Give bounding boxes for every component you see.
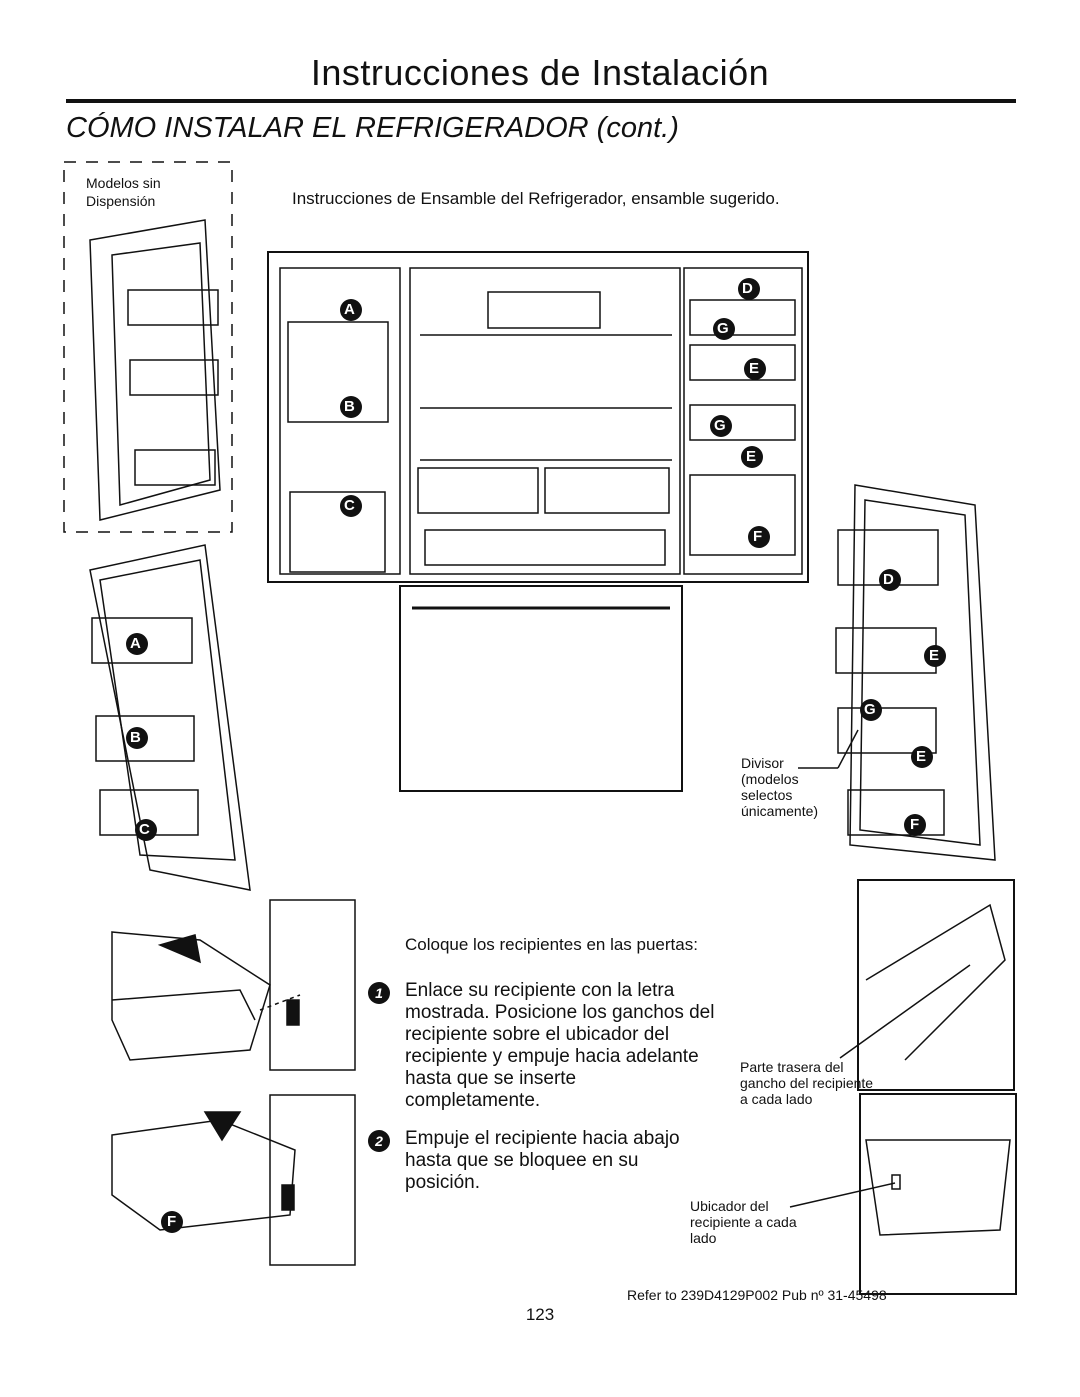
detail-photo-locator bbox=[859, 1093, 1017, 1295]
label-rside-e1: E bbox=[929, 647, 940, 664]
marker-circle bbox=[710, 415, 732, 437]
marker-circle bbox=[748, 526, 770, 548]
label-rside-f: F bbox=[910, 816, 920, 833]
step2-number: 2 bbox=[368, 1130, 390, 1152]
left-door-open bbox=[279, 267, 401, 575]
right-door-open bbox=[683, 267, 803, 575]
divisor-line2: (modelos bbox=[741, 771, 799, 787]
fridge-body bbox=[267, 251, 809, 583]
marker-circle bbox=[879, 569, 901, 591]
label-right-door-g1: G bbox=[717, 320, 729, 337]
detail-photo-hook bbox=[857, 879, 1015, 1091]
page-number: 123 bbox=[525, 1305, 555, 1324]
divisor-line3: selectos bbox=[741, 787, 793, 803]
reference-number: Refer to 239D4129P002 Pub nº 31-45498 bbox=[627, 1287, 887, 1303]
label-right-door-e1: E bbox=[749, 360, 760, 377]
label-bin-f: F bbox=[167, 1213, 177, 1230]
marker-circle bbox=[744, 358, 766, 380]
note-box-line2: Dispensión bbox=[86, 193, 156, 209]
marker-circle bbox=[860, 699, 882, 721]
locator-callout-line1: Ubicador del bbox=[690, 1198, 769, 1214]
step2-text: Empuje el recipiente hacia abajo hasta q… bbox=[405, 1128, 680, 1193]
hook-callout-line2: gancho del recipiente bbox=[740, 1075, 874, 1091]
left-side-door bbox=[89, 544, 251, 891]
label-rside-e2: E bbox=[916, 748, 927, 765]
step1-text: Enlace su recipiente con la letra mostra… bbox=[405, 980, 715, 1111]
step1-number: 1 bbox=[368, 982, 390, 1004]
divisor-line4: únicamente) bbox=[741, 803, 819, 819]
page-title: Instrucciones de Instalación bbox=[310, 52, 770, 93]
right-side-door bbox=[849, 484, 996, 861]
marker-circle bbox=[911, 746, 933, 768]
label-side-a: A bbox=[130, 635, 141, 652]
note-box-line1: Modelos sin bbox=[86, 175, 161, 191]
label-right-door-e2: E bbox=[746, 448, 757, 465]
bin-step2 bbox=[111, 1119, 296, 1231]
marker-circle bbox=[924, 645, 946, 667]
marker-circle bbox=[713, 318, 735, 340]
marker-circle bbox=[340, 299, 362, 321]
label-left-door-b: B bbox=[344, 398, 355, 415]
title-rule bbox=[66, 99, 1016, 103]
note-box-frame bbox=[63, 161, 233, 533]
label-rside-g: G bbox=[864, 701, 876, 718]
marker-circle bbox=[904, 814, 926, 836]
marker-circle bbox=[161, 1211, 183, 1233]
marker-circle bbox=[126, 633, 148, 655]
divisor-line1: Divisor bbox=[741, 755, 784, 771]
marker-circle bbox=[738, 278, 760, 300]
marker-circle bbox=[340, 396, 362, 418]
label-side-c: C bbox=[139, 821, 150, 838]
marker-circle bbox=[340, 495, 362, 517]
label-left-door-a: A bbox=[344, 301, 355, 318]
locator-callout-line2: recipiente a cada bbox=[690, 1214, 797, 1230]
label-rside-d: D bbox=[883, 571, 894, 588]
fridge-interior bbox=[409, 267, 681, 575]
steps-heading: Coloque los recipientes en las puertas: bbox=[405, 935, 698, 954]
small-door-outline bbox=[89, 219, 221, 521]
marker-circle bbox=[741, 446, 763, 468]
bin-step1 bbox=[111, 931, 271, 1061]
intro-text: Instrucciones de Ensamble del Refrigerad… bbox=[292, 189, 780, 208]
label-right-door-f: F bbox=[753, 528, 763, 545]
section-subtitle: CÓMO INSTALAR EL REFRIGERADOR (cont.) bbox=[66, 112, 679, 144]
hook-callout-line3: a cada lado bbox=[740, 1091, 813, 1107]
marker-circle bbox=[126, 727, 148, 749]
label-right-door-g2: G bbox=[714, 417, 726, 434]
label-side-b: B bbox=[130, 729, 141, 746]
locator-callout-line3: lado bbox=[690, 1230, 717, 1246]
marker-circle bbox=[135, 819, 157, 841]
freezer-drawer bbox=[399, 585, 683, 792]
hook-callout-line1: Parte trasera del bbox=[740, 1059, 844, 1075]
label-right-door-d: D bbox=[742, 280, 753, 297]
label-left-door-c: C bbox=[344, 497, 355, 514]
